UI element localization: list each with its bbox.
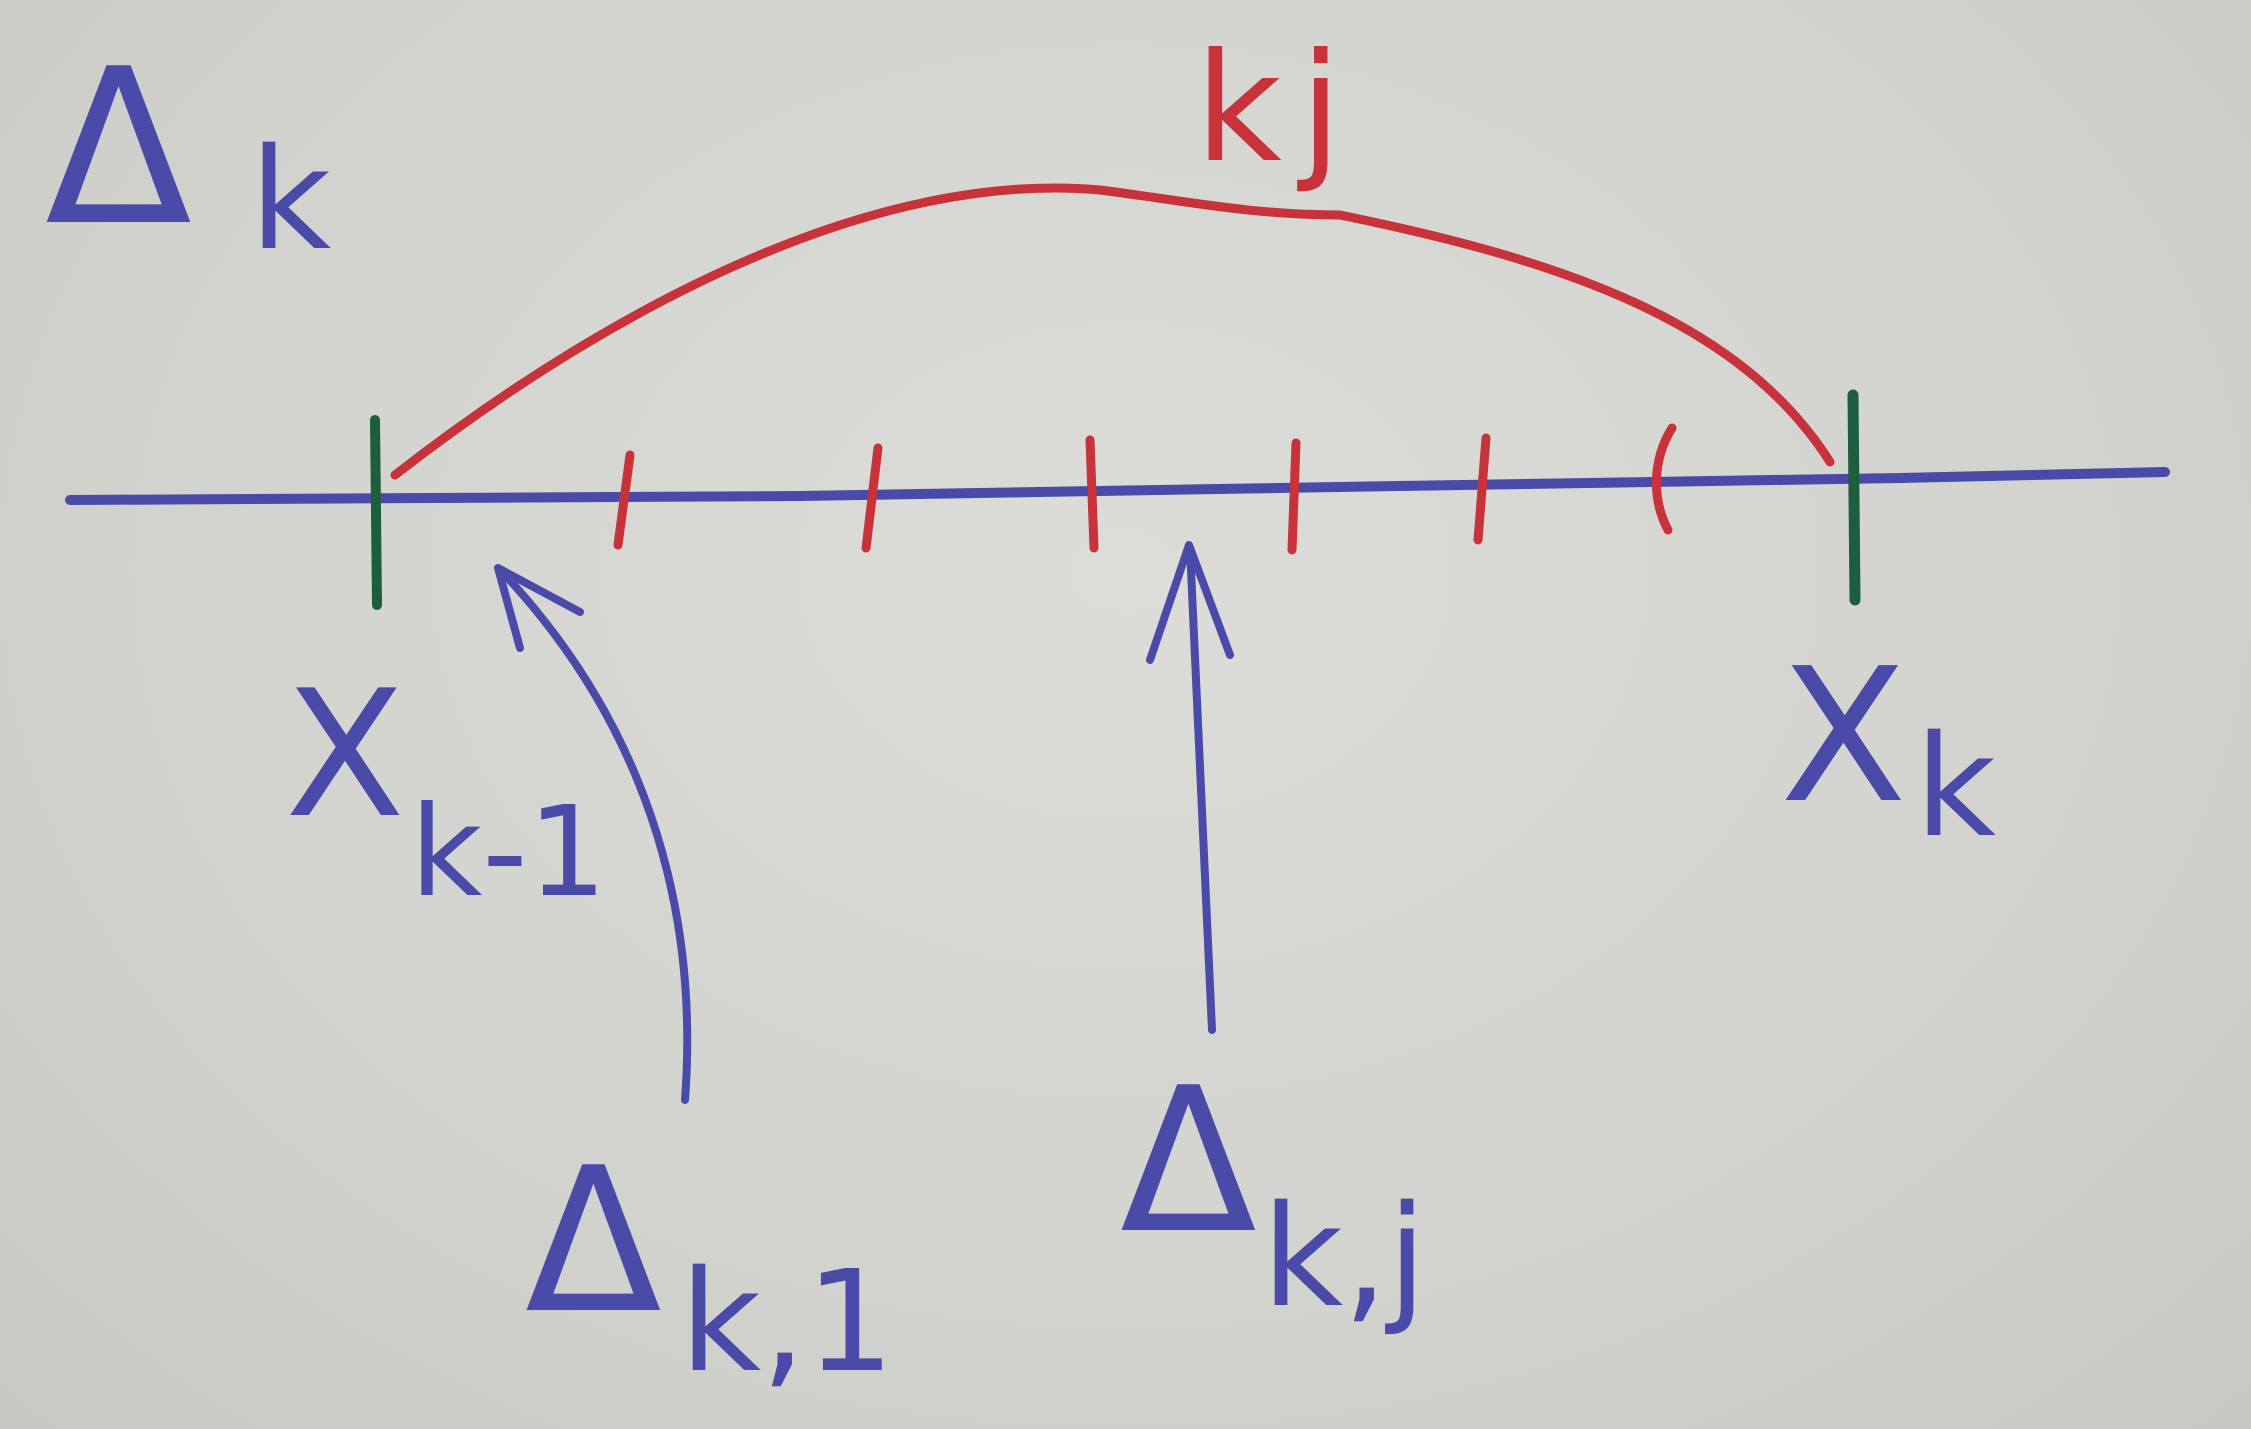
first-subinterval-label-subscript: k,1 [680, 1241, 895, 1404]
first-subinterval-arrow-shaft [501, 571, 692, 1104]
jth-subinterval-arrow-head [1146, 541, 1234, 664]
subinterval-tick [1085, 435, 1099, 553]
interval-label-subscript: k [250, 119, 331, 282]
right-endpoint-tick [1847, 389, 1861, 606]
number-line [65, 467, 2170, 505]
subinterval-tick [1651, 423, 1677, 535]
subinterval-tick [861, 443, 883, 553]
interval-label: Δ k [45, 22, 331, 282]
right-endpoint-label-subscript: k [1915, 706, 1996, 869]
first-subinterval-arrow [494, 564, 692, 1104]
subinterval-tick [613, 450, 635, 550]
jth-subinterval-label-base: Δ [1120, 1045, 1257, 1278]
left-endpoint-tick [370, 415, 382, 610]
first-subinterval-label: Δ k,1 [525, 1125, 895, 1404]
arc-label: kj [1195, 22, 1360, 196]
subinterval-tick [1473, 433, 1491, 545]
jth-subinterval-arrow-shaft [1186, 544, 1216, 1034]
kj-arc [390, 183, 1835, 480]
jth-subinterval-arrow [1146, 541, 1234, 1034]
first-subinterval-label-base: Δ [525, 1125, 662, 1358]
interval-label-base: Δ [45, 22, 192, 273]
jth-subinterval-label: Δ k,j [1120, 1045, 1426, 1339]
subinterval-tick [1287, 438, 1301, 555]
right-endpoint-label-base: X [1780, 628, 1907, 844]
first-subinterval-arrow-head [494, 564, 584, 652]
right-endpoint-label: X k [1780, 628, 1996, 869]
jth-subinterval-label-subscript: k,j [1262, 1176, 1426, 1339]
left-endpoint-label: X k-1 [285, 654, 607, 925]
subinterval-ticks [613, 423, 1677, 555]
left-endpoint-label-subscript: k-1 [410, 780, 607, 925]
left-endpoint-label-base: X [285, 654, 405, 857]
